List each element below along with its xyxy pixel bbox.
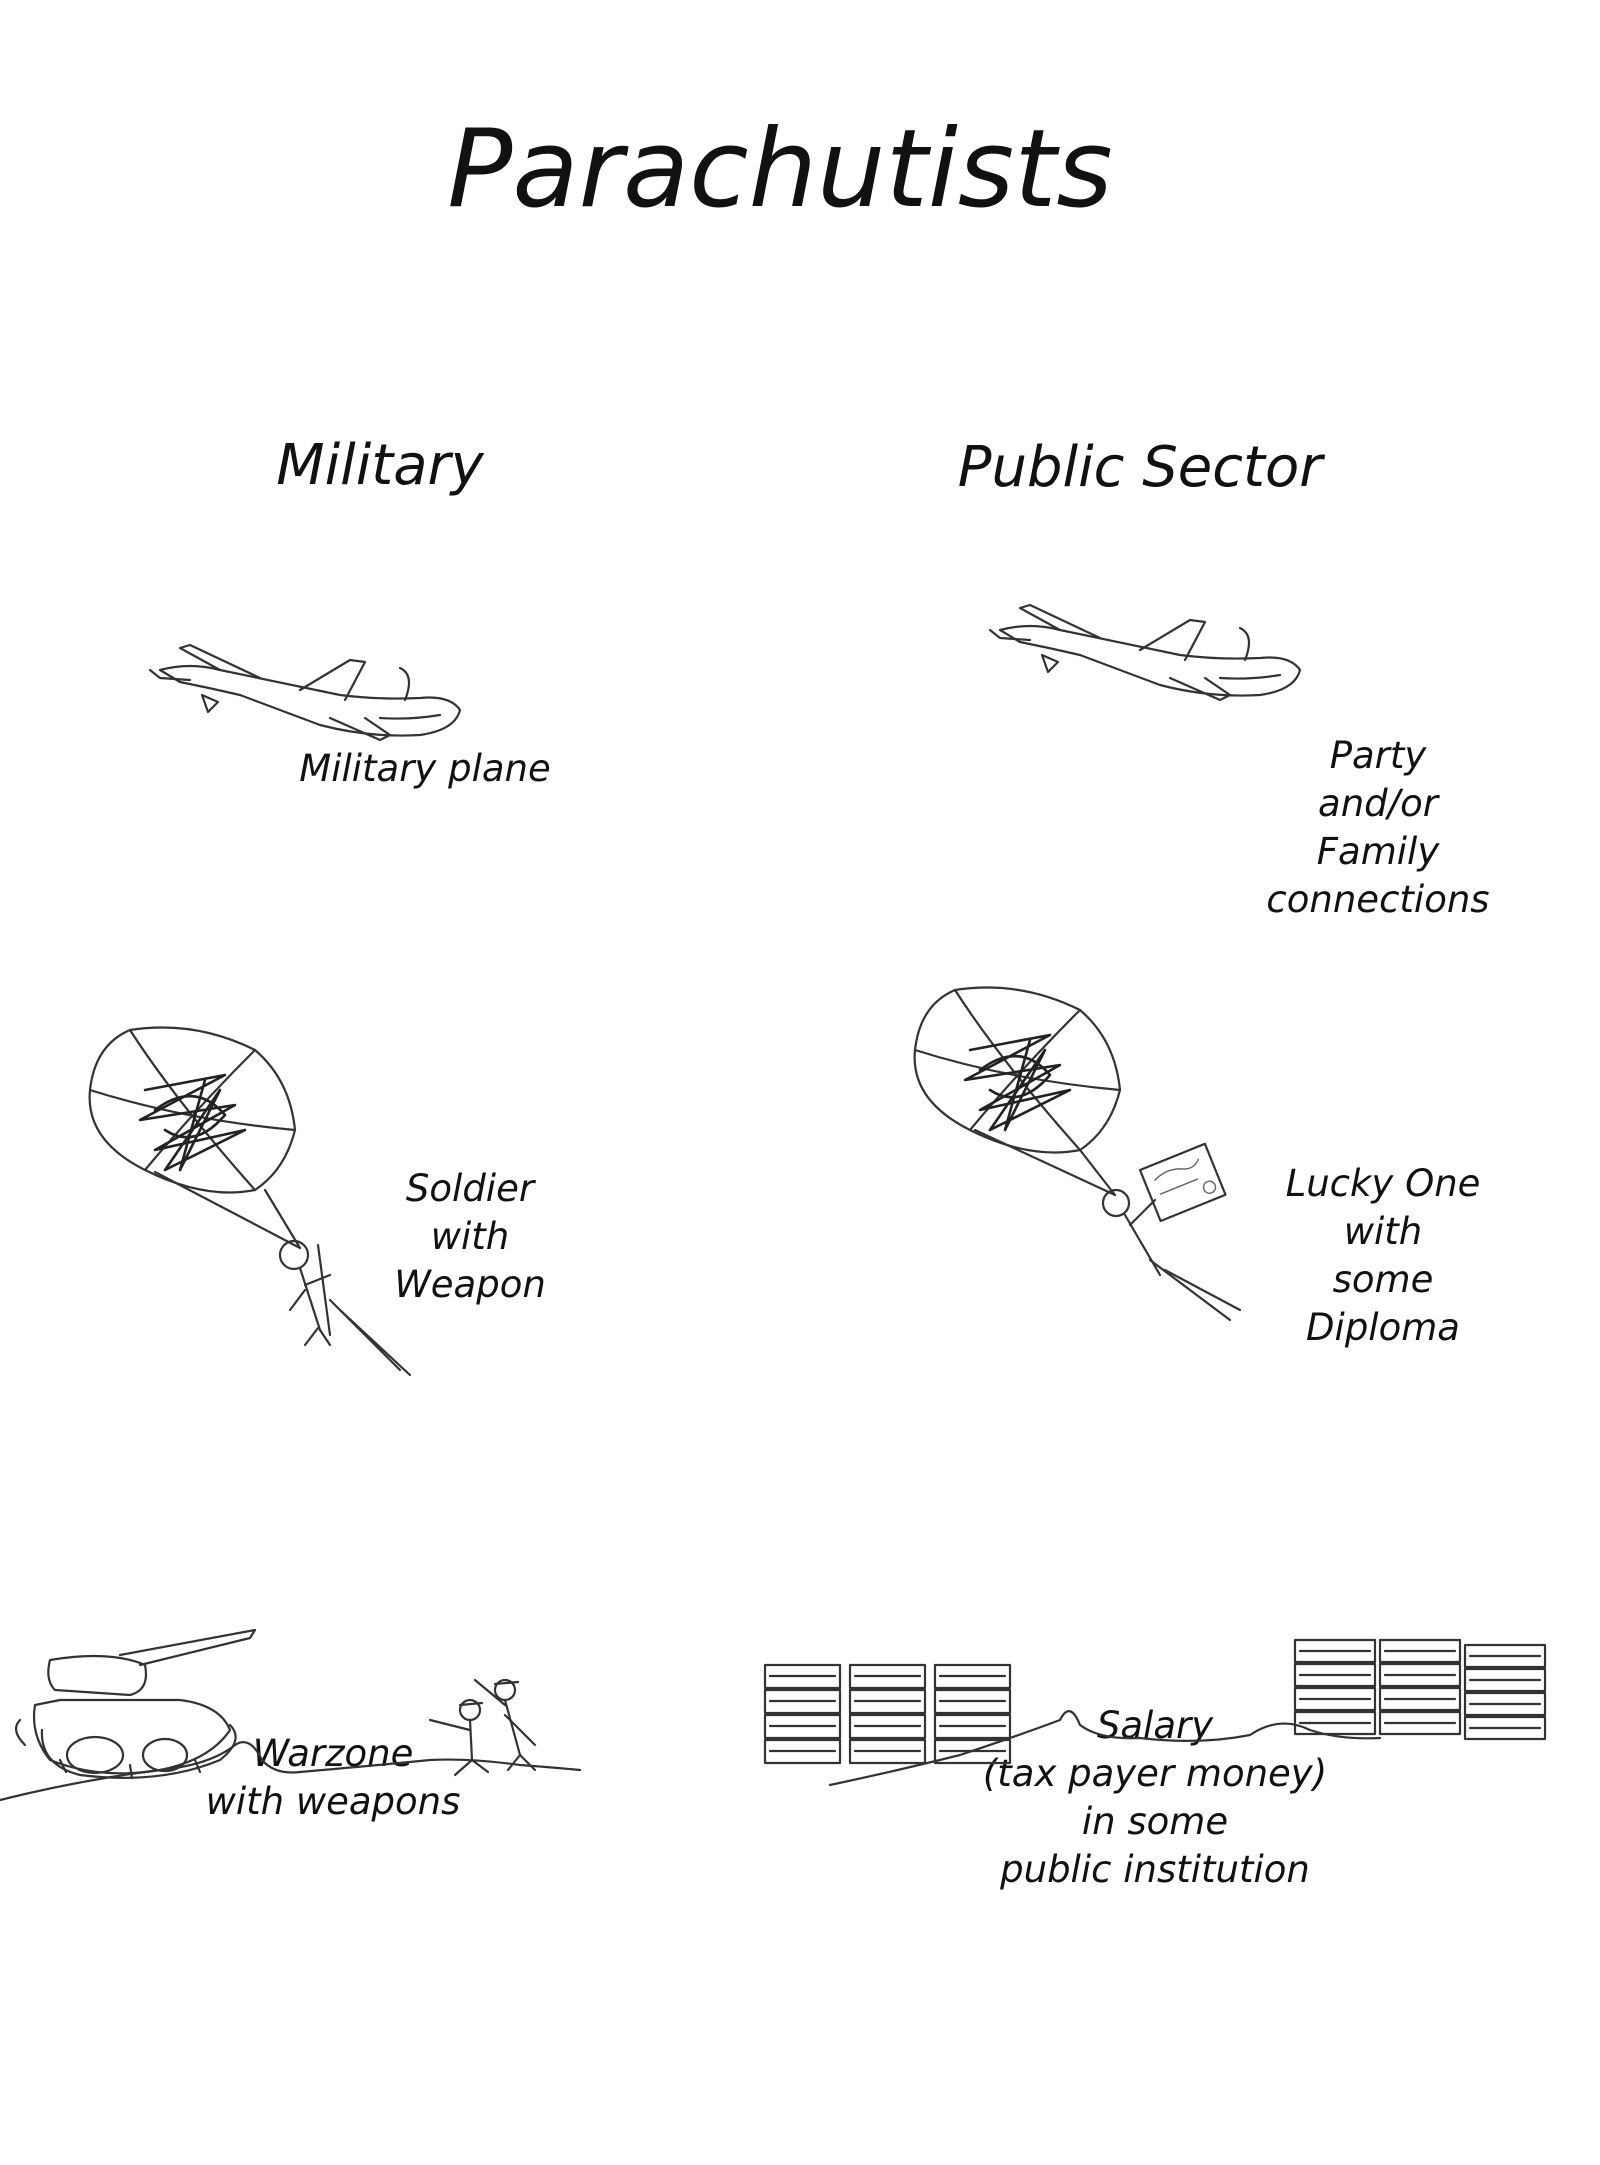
soldier-icon [278, 1239, 412, 1377]
public-parachute-cords [973, 1128, 1117, 1197]
money-stack-icon-right [1293, 1638, 1547, 1741]
military-column-heading: Military [276, 433, 484, 498]
diploma-icon [1138, 1142, 1227, 1223]
public-parachute-icon [913, 986, 1122, 1154]
military-plane-icon [148, 643, 462, 742]
salary-label: Salary (tax payer money) in some public … [982, 1704, 1328, 1892]
public-sector-column-heading: Public Sector [957, 435, 1323, 500]
military-parachute-icon [88, 1026, 297, 1194]
connections-label: Party and/or Family connections [1266, 734, 1490, 922]
warzone-label: Warzone with weapons [205, 1732, 461, 1824]
military-plane-label: Military plane [299, 747, 551, 790]
soldier-label: Soldier with Weapon [394, 1167, 546, 1307]
party-plane-icon [988, 603, 1302, 702]
parachute-cords [153, 1170, 302, 1250]
lucky-one-icon [1101, 1188, 1242, 1322]
money-stack-icon [763, 1663, 1012, 1765]
lucky-one-label: Lucky One with some Diploma [1285, 1162, 1481, 1350]
page-title: Parachutists [447, 107, 1113, 232]
